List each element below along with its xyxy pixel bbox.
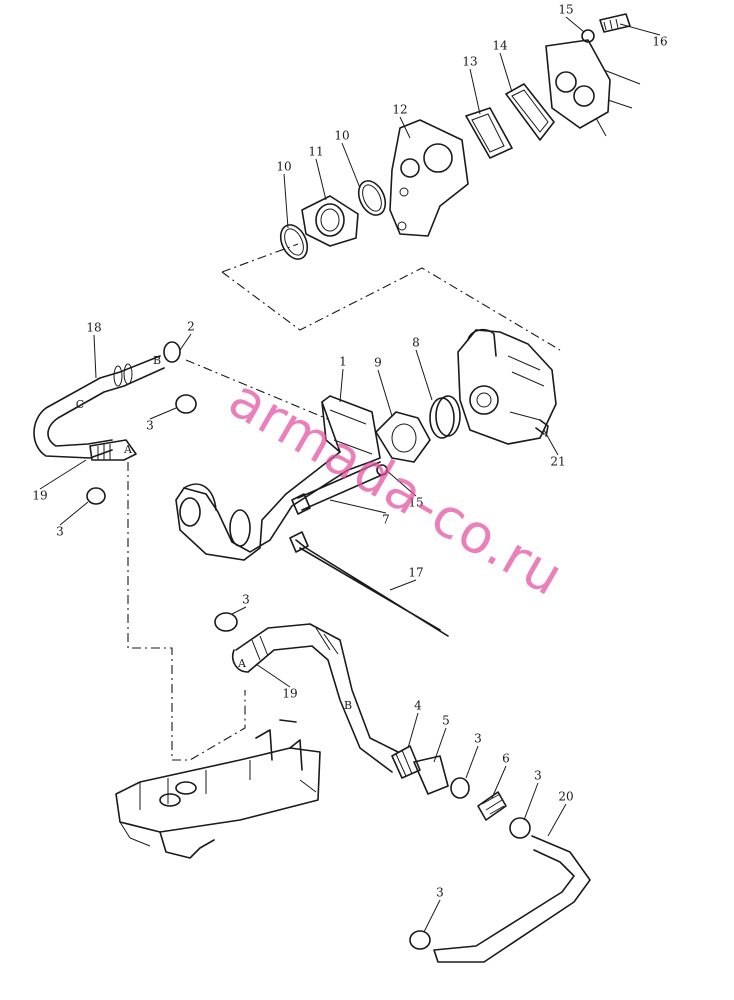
callout-c8: 8 — [412, 336, 420, 350]
leader-c3e — [523, 782, 539, 821]
leader-c10a — [283, 173, 289, 229]
callout-c7: 7 — [382, 513, 390, 527]
callout-c18: 18 — [86, 321, 101, 335]
leader-c12 — [399, 116, 411, 139]
leader-c3a — [149, 407, 177, 420]
callout-c13: 13 — [462, 55, 477, 69]
leader-c4 — [407, 712, 419, 749]
callout-c10b: 10 — [334, 129, 349, 143]
assembly-guide-lines — [127, 243, 561, 761]
leader-c13 — [469, 68, 481, 115]
bolts-and-fasteners — [289, 461, 449, 637]
connection-letter-lA2: A — [237, 657, 247, 670]
connection-letter-lB1: B — [153, 354, 161, 367]
callout-c14: 14 — [492, 39, 508, 53]
callout-c2: 2 — [187, 320, 195, 334]
callout-c19b: 19 — [282, 687, 297, 701]
callout-c3b: 3 — [56, 525, 64, 539]
leader-c16 — [619, 23, 661, 36]
leader-c21 — [543, 429, 559, 456]
callout-c16: 16 — [652, 35, 667, 49]
callout-c3e: 3 — [534, 769, 542, 783]
leader-c7 — [329, 499, 387, 514]
leader-c17 — [389, 579, 417, 591]
connection-letter-lA1: A — [123, 443, 133, 456]
callout-c15b: 15 — [408, 496, 423, 510]
leader-c14 — [499, 52, 513, 93]
leader-c3b — [59, 501, 89, 526]
engine-block — [115, 719, 321, 859]
callout-c11: 11 — [308, 145, 323, 159]
callout-c3a: 3 — [146, 419, 154, 433]
leader-c1 — [339, 368, 344, 403]
leader-c6 — [491, 765, 507, 799]
leader-c15a — [565, 16, 585, 33]
callout-c6: 6 — [502, 752, 510, 766]
leader-c5 — [433, 727, 447, 763]
part-number-callouts: 1233333345678910101112131415151617181919… — [32, 3, 667, 900]
leader-c19b — [255, 663, 291, 688]
leader-c15b — [385, 469, 417, 497]
pump-assembly — [375, 328, 557, 463]
callout-c21: 21 — [550, 455, 565, 469]
callout-c15a: 15 — [558, 3, 573, 17]
callout-c20: 20 — [558, 790, 573, 804]
callout-c3d: 3 — [474, 732, 482, 746]
leader-c3f — [423, 899, 441, 933]
connection-letter-lC: C — [76, 398, 84, 411]
main-manifold-pipe — [175, 395, 381, 561]
callout-c17: 17 — [408, 566, 423, 580]
callout-c12: 12 — [392, 103, 407, 117]
leader-c3c — [231, 606, 247, 615]
leader-c2 — [179, 333, 192, 351]
leader-c20 — [547, 803, 567, 837]
leader-c18 — [93, 334, 97, 379]
leader-c11 — [315, 158, 327, 201]
callout-c10a: 10 — [276, 160, 291, 174]
connection-letter-lB2: B — [344, 699, 352, 712]
lower-hose-assembly — [214, 612, 591, 963]
leader-c10b — [341, 142, 361, 189]
callout-c3c: 3 — [242, 593, 250, 607]
leader-c8 — [415, 349, 433, 401]
callout-c9: 9 — [374, 356, 382, 370]
callout-c3f: 3 — [436, 886, 444, 900]
callout-leader-lines — [39, 16, 661, 933]
callout-c4: 4 — [414, 699, 422, 713]
leader-c9 — [377, 369, 393, 417]
callout-c19a: 19 — [32, 489, 47, 503]
leader-c3d — [465, 745, 479, 779]
leader-c19a — [39, 459, 87, 490]
callout-c5: 5 — [442, 714, 450, 728]
callout-c1: 1 — [339, 355, 347, 369]
connection-letter-labels: A A B B C — [76, 354, 352, 712]
thermostat-housing-group — [279, 13, 641, 260]
upper-hose-assembly — [33, 341, 197, 505]
